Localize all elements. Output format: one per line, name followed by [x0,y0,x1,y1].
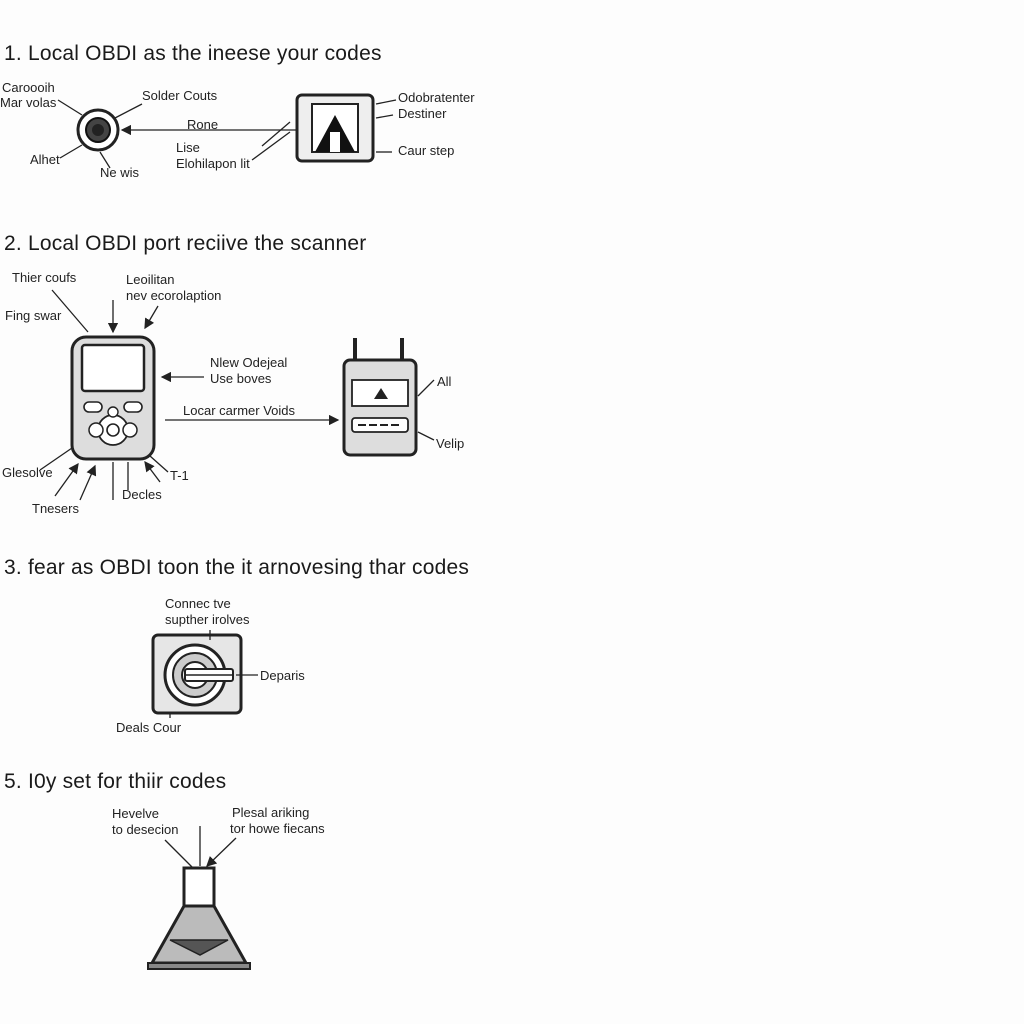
step-2-label: Nlew Odejeal [210,355,288,370]
step-3-title: 3. fear as OBDI toon the it arnovesing t… [4,556,470,579]
step-1-label: Alhet [30,152,60,167]
step-1-label: Caroooih [2,80,55,95]
step-1-label: Odobratenter [398,90,475,105]
step1-round-connector [76,108,120,152]
step-2-label: Velip [436,436,465,451]
step1-pointer-lines [57,99,296,169]
step2-receiver-pointers [417,379,435,441]
step-2-label: Thier coufs [12,270,77,285]
step-2-label: Locar carmer Voids [183,403,295,418]
step-3-label: supther irolves [165,612,250,627]
step-2-label: Use boves [210,371,272,386]
step-1-label: Rone [187,117,219,132]
step-2-label: Tnesers [32,501,79,516]
step-1-label: Mar volas [0,95,57,110]
step-2-label: Decles [122,487,162,502]
step-1-label: Caur step [398,143,455,158]
step-2-label: All [437,374,452,389]
step-2-label: Fing swar [5,308,62,323]
step2-pointer-lines [39,289,340,501]
step5-pointer-lines [164,826,237,869]
step-5-label: Hevelve [112,806,159,821]
step-3-label: Connec tve [165,596,231,611]
step-2-label: T-1 [170,468,189,483]
step1-obd-port [295,93,375,163]
step3-connector [151,633,243,715]
step-5-title: 5. I0y set for thiir codes [4,770,227,793]
step-2-label: nev ecorolaption [126,288,222,303]
step3-pointer-lines [169,630,258,718]
step2-receiver-device [342,338,418,457]
step-2-title: 2. Local OBDI port reciive the scanner [4,232,367,255]
step-2-label: Glesolve [2,465,53,480]
step-2-label: Leoilitan [126,272,175,287]
step5-funnel-device [147,866,251,970]
step2-scanner [70,335,156,461]
step-5-label: to desecion [112,822,179,837]
step-5-label: tor howe fiecans [230,821,325,836]
step1-port-pointers [375,99,397,153]
step-1-label: Destiner [398,106,447,121]
step-1-label: Solder Couts [142,88,218,103]
step-1-title: 1. Local OBDI as the ineese your codes [4,42,382,65]
step-3-label: Deals Cour [116,720,182,735]
step-1-label: Lise [176,140,200,155]
step-1-label: Ne wis [100,165,140,180]
step-5-label: Plesal ariking [232,805,310,820]
step-3-label: Deparis [260,668,305,683]
step-1-label: Elohilapon lit [176,156,250,171]
